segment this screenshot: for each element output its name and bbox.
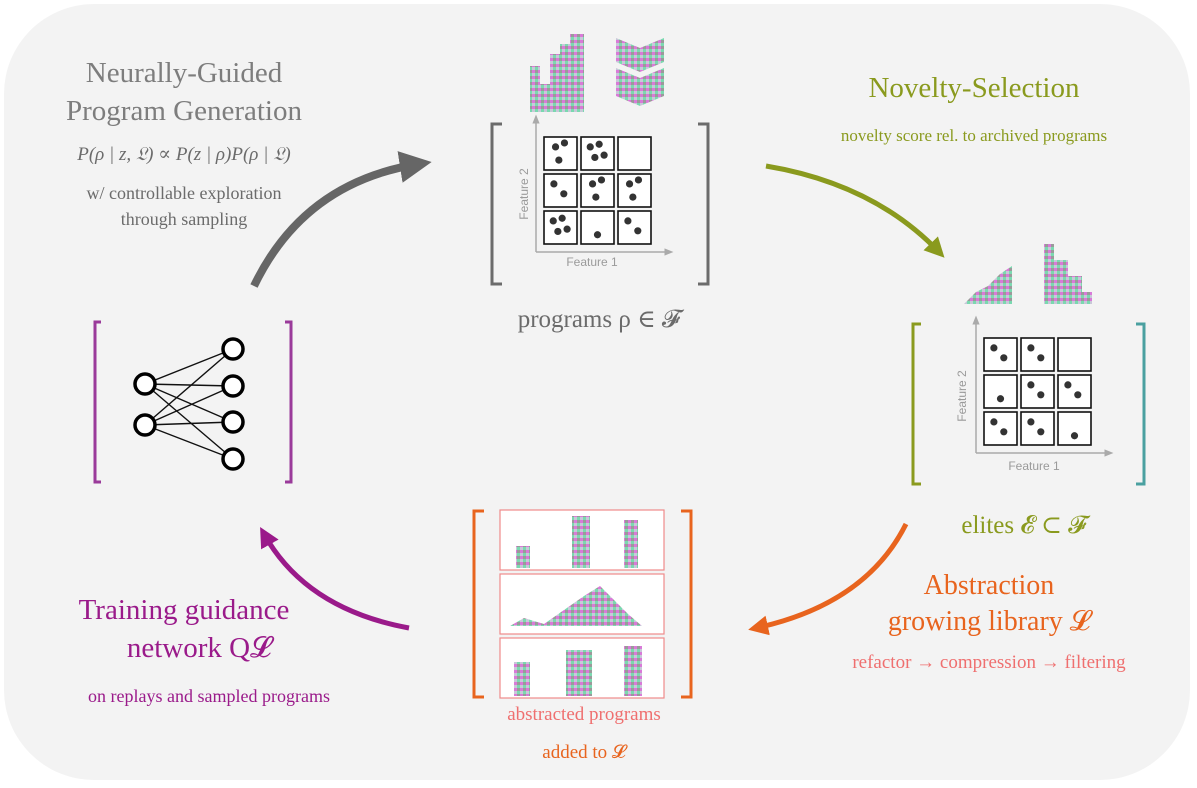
network-node <box>133 372 157 396</box>
generation-title-line1: Neurally-Guided <box>85 57 283 89</box>
grid-elites-cell <box>1020 411 1055 446</box>
grid-elites-dot <box>1074 391 1082 399</box>
grid-top-dot <box>625 180 634 188</box>
grid-top-x-label: Feature 1 <box>566 255 618 269</box>
grid-elites-dot <box>996 395 1005 403</box>
grid-top-cell <box>580 173 615 208</box>
feature-grid-elites <box>972 315 1114 457</box>
grid-elites-cell <box>1020 337 1055 372</box>
grid-top-dot <box>558 214 566 222</box>
programs-bracket-right <box>698 122 710 286</box>
grid-elites-dot <box>1037 428 1045 436</box>
network-node <box>221 374 245 398</box>
abstraction-pipeline: refactor → compression → filtering <box>852 652 1126 673</box>
grid-top-dot <box>591 153 599 162</box>
abstracted-bracket-left <box>472 509 484 699</box>
novelty-subtitle: novelty score rel. to archived programs <box>840 126 1108 145</box>
grid-top-cell <box>617 136 652 171</box>
grid-top-dot <box>560 139 569 147</box>
grid-elites-dot <box>1064 381 1072 389</box>
grid-elites-cell <box>983 337 1018 372</box>
neural-network-icon <box>133 337 245 471</box>
grid-top-dot <box>555 156 563 164</box>
grid-top-dot <box>634 227 642 235</box>
network-node <box>221 410 245 434</box>
elites-label: elites 𝓔 ⊂ 𝓕 <box>961 512 1087 539</box>
grid-elites-x-label: Feature 1 <box>1008 459 1060 473</box>
grid-elites-dot <box>1027 418 1035 426</box>
elites-bracket-right <box>1136 322 1146 486</box>
generation-formula: P(ρ | z, 𝔏) ∝ P(z | ρ)P(ρ | 𝔏) <box>77 144 291 165</box>
network-node <box>221 337 245 361</box>
grid-top-dot <box>597 176 606 184</box>
grid-top-dot <box>634 176 643 184</box>
elites-bracket-left <box>911 322 921 486</box>
grid-top-dot <box>595 140 603 148</box>
grid-elites-dot <box>1037 391 1045 399</box>
generation-sub-line1: w/ controllable exploration <box>86 183 282 203</box>
grid-top-dot <box>588 180 597 188</box>
network-bracket-left <box>93 320 101 484</box>
abstraction-title-line2: growing library 𝓛 <box>887 606 1091 637</box>
grid-top-dot <box>592 193 600 201</box>
grid-elites-dot <box>1000 354 1008 362</box>
grid-top-dot <box>600 151 608 159</box>
network-bracket-right <box>285 320 293 484</box>
feature-grid-programs <box>532 114 674 256</box>
grid-top-dot <box>549 217 557 225</box>
grid-elites-cell <box>1057 411 1092 446</box>
arrow-generation-to-programs <box>250 151 432 288</box>
grid-top-cell <box>617 173 652 208</box>
grid-elites-cell <box>1057 374 1092 409</box>
generation-sub-line2: through sampling <box>120 209 248 229</box>
abstraction-title-line1: Abstraction <box>923 570 1055 601</box>
grid-top-dot <box>551 143 560 151</box>
arrow-abstraction-to-training <box>260 527 410 631</box>
grid-elites-dot <box>990 344 998 352</box>
grid-top-y-label: Feature 2 <box>517 168 531 220</box>
abstracted-bracket-right <box>681 509 693 699</box>
arrow-programs-to-elites <box>765 163 945 258</box>
grid-top-dot <box>554 227 562 236</box>
arrow-elites-to-abstraction <box>748 522 909 636</box>
grid-top-cell <box>543 173 578 208</box>
diagram-graphics: Feature 1 Feature 2 Feature 1 Feature 2 <box>93 34 1146 699</box>
grid-top-dot <box>550 180 558 188</box>
abstracted-label-line1: abstracted programs <box>507 704 661 725</box>
grid-top-dot <box>563 225 571 233</box>
grid-elites-cell <box>1020 374 1055 409</box>
training-subtitle: on replays and sampled programs <box>88 686 330 706</box>
grid-top-dot <box>629 193 637 201</box>
grid-elites-cell <box>1057 337 1092 372</box>
grid-elites-dot <box>1070 432 1079 440</box>
grid-elites-dot <box>1027 381 1035 389</box>
training-title-line2: network Q𝓛 <box>126 632 272 664</box>
grid-top-cell <box>580 210 615 245</box>
grid-elites-dot <box>1000 428 1008 436</box>
abstracted-label-line2: added to 𝓛 <box>542 742 626 763</box>
grid-elites-dot <box>1037 354 1045 362</box>
grid-elites-y-label: Feature 2 <box>955 370 969 422</box>
grid-elites-cell <box>983 374 1018 409</box>
generation-title-line2: Program Generation <box>66 95 302 127</box>
program-thumbnails-top <box>530 34 664 112</box>
grid-top-cell <box>617 210 652 245</box>
network-node <box>221 447 245 471</box>
grid-elites-cell <box>983 411 1018 446</box>
programs-label: programs ρ ∈ 𝓕 <box>517 306 681 333</box>
program-thumbnails-elites <box>964 244 1092 304</box>
novelty-title: Novelty-Selection <box>868 72 1080 104</box>
network-node <box>133 413 157 437</box>
grid-elites-dot <box>1027 344 1035 352</box>
grid-top-dot <box>586 143 594 151</box>
abstracted-program-rows <box>499 509 665 699</box>
training-title-line1: Training guidance <box>78 594 290 626</box>
grid-elites-dot <box>990 418 998 426</box>
grid-top-dot <box>624 217 632 225</box>
programs-bracket-left <box>490 122 502 286</box>
diagram-panel: Feature 1 Feature 2 Feature 1 Feature 2 <box>4 4 1190 780</box>
grid-top-dot <box>593 231 602 239</box>
grid-top-dot <box>560 190 568 198</box>
grid-top-cell <box>543 136 578 171</box>
